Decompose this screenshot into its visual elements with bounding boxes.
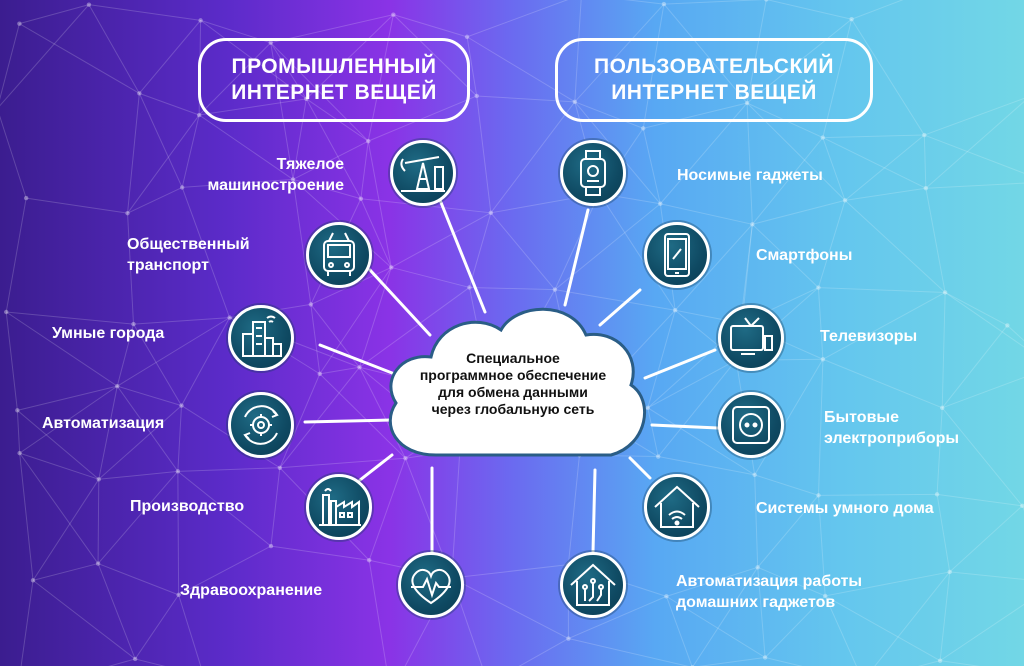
industrial-title-line-2: ИНТЕРНЕТ ВЕЩЕЙ [231,81,437,104]
cloud-line-2: программное обеспечение [419,367,607,383]
label-smart-home: Системы умного дома [756,500,934,517]
cloud-line-3: для обмена данными [438,384,588,400]
node-automation [228,392,294,458]
node-wearables [560,140,626,206]
node-smart-cities [228,305,294,371]
label-home-appliances: Бытовые электроприборы [824,409,960,447]
trolleybus-icon [323,232,355,276]
label-public-transport: Общественный транспорт [127,236,250,274]
power-socket-icon [732,406,770,444]
cloud-line-1: Специальное [466,350,560,366]
consumer-title-line-1: ПОЛЬЗОВАТЕЛЬСКИЙ [594,55,834,78]
heart-pulse-icon [411,568,451,605]
consumer-iot-title: ПОЛЬЗОВАТЕЛЬСКИЙ ИНТЕРНЕТ ВЕЩЕЙ [555,38,873,122]
node-home-gadgets-automation [560,552,626,618]
industrial-title-line-1: ПРОМЫШЛЕННЫЙ [231,55,437,78]
node-home-appliances [718,392,784,458]
node-public-transport [306,222,372,288]
label-tvs: Телевизоры [820,328,918,345]
label-home-gadgets-automation: Автоматизация работы домашних гаджетов [676,573,863,611]
cloud-line-4: через глобальную сеть [431,401,595,417]
smartwatch-icon [580,150,606,196]
oil-pump-icon [400,156,445,192]
city-buildings-icon [242,315,282,357]
tv-icon [730,317,773,355]
label-healthcare: Здравоохранение [180,582,323,599]
node-heavy-machinery [390,140,456,206]
node-smartphones [644,222,710,288]
cloud-shape [388,307,646,457]
consumer-title-line-2: ИНТЕРНЕТ ВЕЩЕЙ [611,81,817,104]
industrial-iot-title: ПРОМЫШЛЕННЫЙ ИНТЕРНЕТ ВЕЩЕЙ [198,38,470,122]
smart-home-wifi-icon [654,485,700,528]
node-healthcare [398,552,464,618]
node-manufacturing [306,474,372,540]
label-smartphones: Смартфоны [756,247,853,264]
smartphone-icon [664,233,690,277]
label-smart-cities: Умные города [52,325,165,342]
cloud-caption: Специальное программное обеспечение для … [398,350,628,418]
label-heavy-machinery: Тяжелое машиностроение [207,156,345,194]
label-automation: Автоматизация [42,415,165,432]
node-tvs [718,305,784,371]
label-wearables: Носимые гаджеты [677,167,823,184]
node-smart-home [644,474,710,540]
label-manufacturing: Производство [130,498,245,515]
factory-icon [319,488,361,526]
gear-cycle-icon [243,405,279,445]
home-circuit-icon [570,563,616,606]
